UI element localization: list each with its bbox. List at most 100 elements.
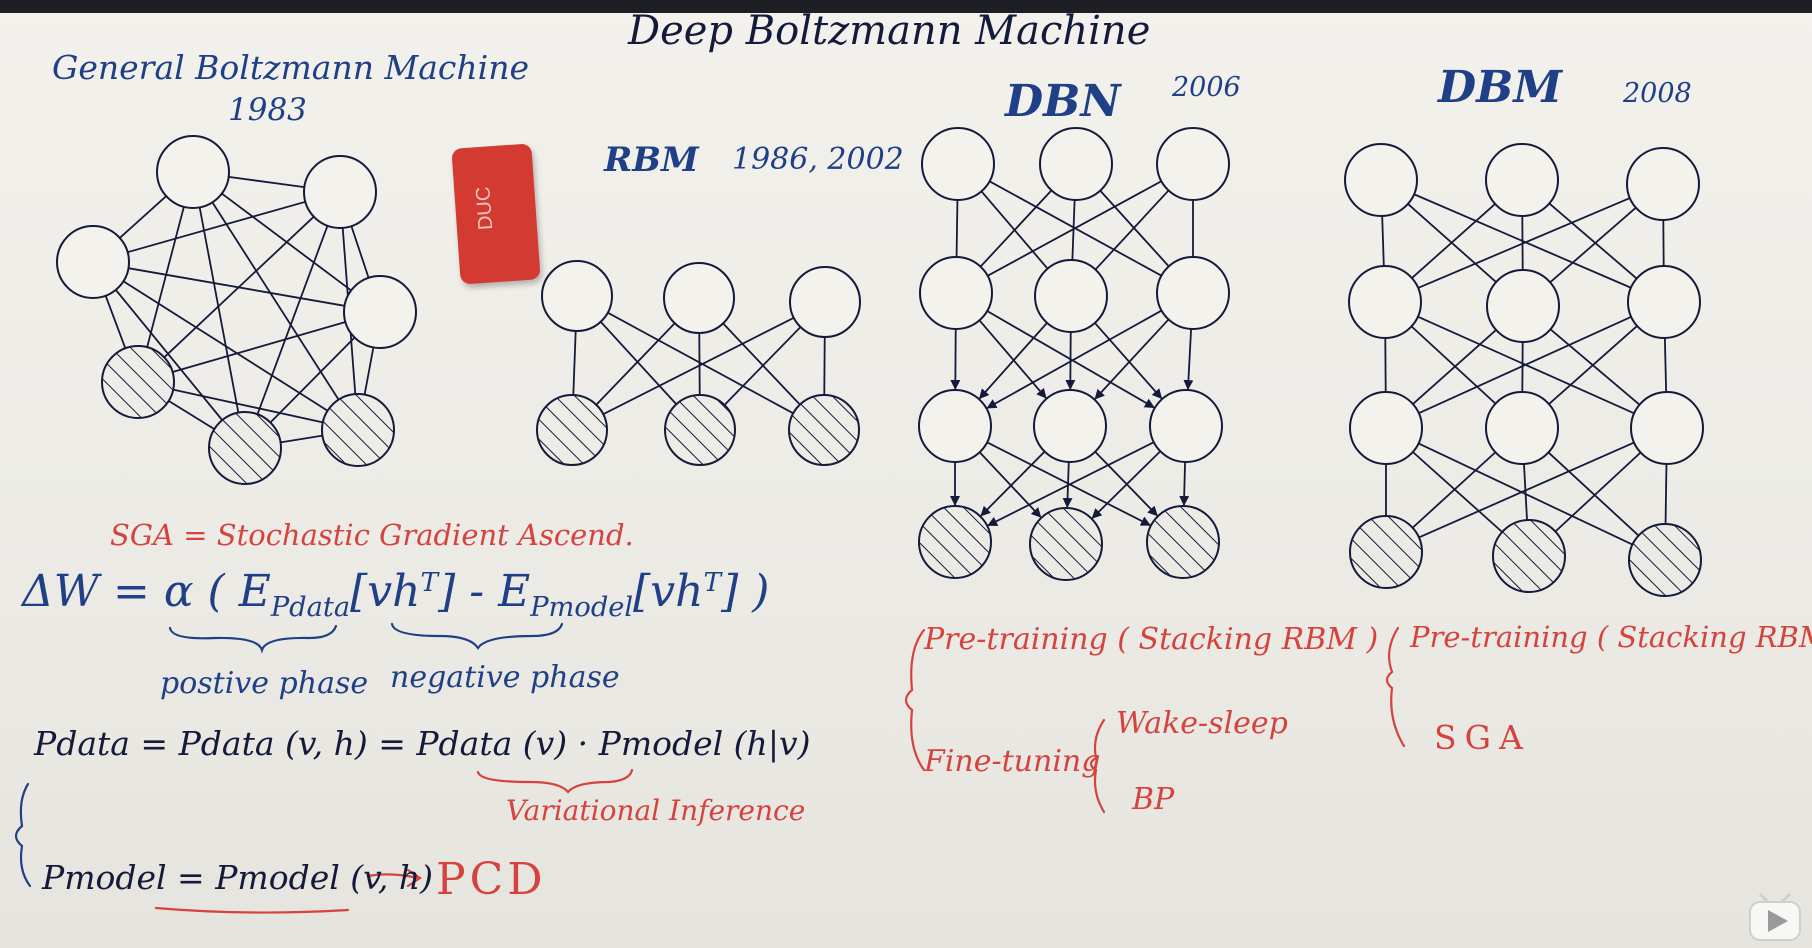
dbm-edge <box>1547 451 1640 537</box>
update-rule-term2: [vh <box>633 566 704 617</box>
dbm-edge <box>1664 463 1668 525</box>
gbm-hidden-node <box>156 135 230 209</box>
dbn-hidden-node <box>1033 389 1107 463</box>
dbm-hidden-node <box>1485 391 1559 465</box>
pmodel-subscript: Pmodel <box>530 591 634 623</box>
eraser-brand: DUC <box>472 185 498 231</box>
dbm-edge <box>1412 329 1497 405</box>
negative-phase-label: negative phase <box>390 660 620 695</box>
gbm-edge <box>128 267 345 307</box>
rbm-edge <box>572 330 577 396</box>
rbm-edge <box>607 311 794 415</box>
pcd-label: PCD <box>436 854 547 905</box>
video-play-icon[interactable] <box>1746 892 1806 944</box>
gbm-edge <box>168 400 215 430</box>
dbm-hidden-node <box>1627 265 1701 339</box>
general-bm-label: General Boltzmann Machine <box>52 48 529 87</box>
rbm-visible-node <box>536 394 608 466</box>
variational-inference-label: Variational Inference <box>506 794 806 827</box>
pmodel-underline <box>154 906 350 914</box>
dbn-directed-edge <box>979 451 1042 518</box>
dbm-edge <box>1554 451 1642 533</box>
dbm-pretraining-label: Pre-training ( Stacking RBM ) <box>1410 620 1812 654</box>
dbn-hidden-node <box>1149 389 1223 463</box>
update-rule-term1: [vh <box>350 566 421 617</box>
dbm-visible-node <box>1492 519 1566 593</box>
video-top-bar <box>0 0 1812 13</box>
rbm-edge <box>722 322 801 406</box>
dbm-edge <box>1412 451 1503 533</box>
update-rule: ΔW = α ( EPdata[vhT] - EPmodel[vhT] ) <box>22 566 770 623</box>
gbm-edge <box>122 280 329 412</box>
dbn-visible-node <box>1146 505 1220 579</box>
dbn-undirected-edge <box>979 189 1053 268</box>
gbm-hidden-node <box>343 275 417 349</box>
dbn-bp-label: BP <box>1132 782 1175 817</box>
gbm-edge <box>119 195 167 239</box>
dbn-hidden-node <box>1039 127 1113 201</box>
dbm-hidden-node <box>1630 391 1704 465</box>
dbn-directed-edge <box>980 450 1046 517</box>
dbn-directed-edge <box>1183 328 1194 391</box>
dbn-directed-edge <box>1094 318 1170 400</box>
dbn-hidden-node <box>1156 256 1230 330</box>
dbm-label: DBM <box>1438 62 1563 113</box>
dbm-edge <box>1523 463 1528 521</box>
negative-phase-brace <box>390 622 564 650</box>
dbn-directed-edge <box>978 319 1047 399</box>
finetune-bracket <box>1089 718 1106 814</box>
dbn-visible-node <box>918 505 992 579</box>
dbn-directed-edge <box>987 441 1155 527</box>
dbm-edge <box>1548 325 1638 405</box>
rbm-edge <box>600 321 677 405</box>
dbn-directed-edge <box>1094 322 1163 400</box>
dbn-visible-node <box>1029 507 1103 581</box>
rbm-hidden-node <box>789 266 861 338</box>
dbm-hidden-node <box>1485 143 1559 217</box>
rbm-label: RBM <box>604 140 699 180</box>
pdata-equation: Pdata = Pdata (v, h) = Pdata (v) · Pmode… <box>34 724 811 763</box>
dbn-finetuning-label: Fine-tuning <box>924 744 1101 779</box>
gbm-edge <box>269 336 356 424</box>
gbm-hidden-node <box>303 155 377 229</box>
dbn-directed-edge <box>986 309 1163 409</box>
gbm-edge <box>198 207 240 413</box>
gbm-edge <box>172 321 346 373</box>
equations-bracket <box>14 782 32 888</box>
dbn-hidden-node <box>921 127 995 201</box>
dbm-sga-label: SGA <box>1434 718 1531 757</box>
dbn-year: 2006 <box>1172 72 1241 103</box>
dbn-wake-sleep-label: Wake-sleep <box>1116 706 1288 741</box>
rbm-edge <box>723 326 802 406</box>
gbm-edge <box>115 289 223 421</box>
gbm-edge <box>350 225 370 279</box>
dbm-hidden-node <box>1349 391 1423 465</box>
dbn-undirected-edge <box>987 180 1162 277</box>
dbm-visible-node <box>1349 515 1423 589</box>
dbn-undirected-edge <box>955 199 959 258</box>
dbm-hidden-node <box>1348 265 1422 339</box>
dbm-edge <box>1548 202 1638 280</box>
gbm-edge <box>172 388 324 424</box>
dbm-edge <box>1417 197 1631 289</box>
rbm-edge <box>602 316 795 416</box>
update-rule-lhs: ΔW = α ( E <box>22 566 271 617</box>
rbm-hidden-node <box>541 260 613 332</box>
gbm-edge <box>211 201 340 401</box>
whiteboard-eraser: DUC <box>451 143 541 285</box>
dbm-edge <box>1411 451 1497 529</box>
dbm-edge <box>1381 215 1385 267</box>
dbm-edge <box>1411 203 1496 279</box>
dbn-directed-edge <box>1091 450 1161 519</box>
update-rule-close2: ] ) <box>721 566 770 617</box>
page-title: Deep Boltzmann Machine <box>628 8 1151 54</box>
gbm-edge <box>280 434 323 444</box>
rbm-year: 1986, 2002 <box>732 142 904 177</box>
gbm-visible-node <box>101 345 175 419</box>
gbm-edge <box>363 347 375 395</box>
dbm-hidden-node <box>1486 269 1560 343</box>
transpose-2: T <box>703 567 722 599</box>
pcd-arrow-head <box>406 868 422 888</box>
rbm-visible-node <box>664 394 736 466</box>
